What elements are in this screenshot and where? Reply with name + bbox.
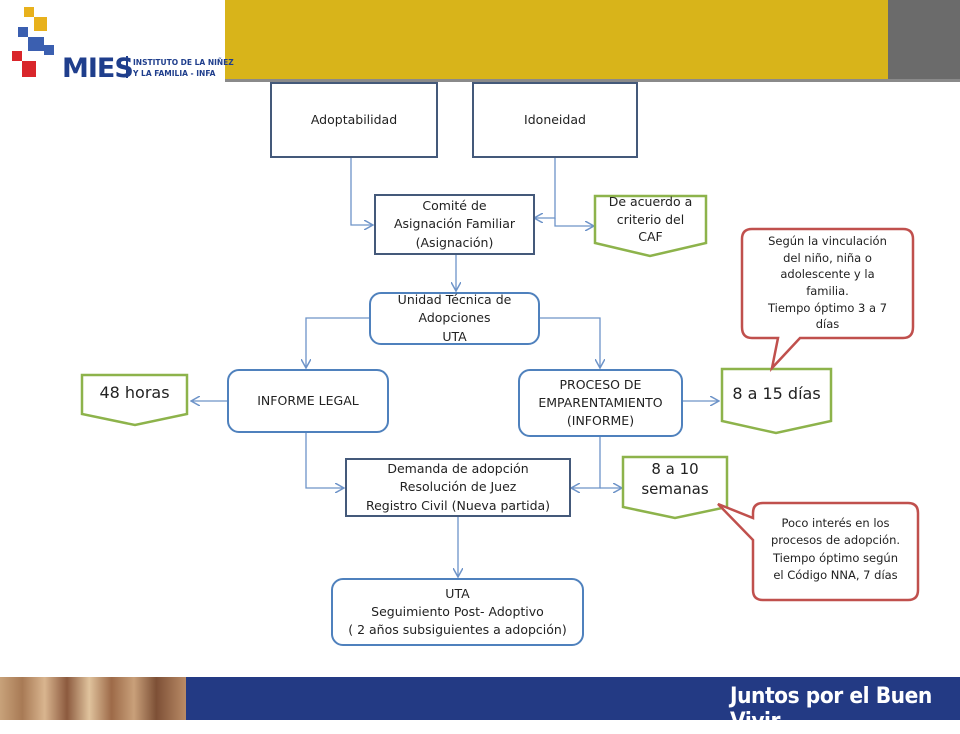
tag-shape-8-10	[621, 455, 729, 520]
callout-vinculacion-label: Según la vinculación del niño, niña o ad…	[767, 234, 888, 332]
tag-48h-label: 48 horas	[99, 383, 170, 402]
tag-shape-caf	[593, 194, 708, 258]
logo-institute-line2: Y LA FAMILIA - INFA	[133, 69, 216, 78]
node-seguimiento-label: UTA Seguimiento Post- Adoptivo ( 2 años …	[348, 585, 567, 638]
node-proceso-label: PROCESO DE EMPARENTAMIENTO (INFORME)	[538, 376, 663, 429]
node-comite: Comité de Asignación Familiar (Asignació…	[374, 194, 535, 255]
node-adoptabilidad-label: Adoptabilidad	[310, 111, 398, 127]
node-idoneidad: Idoneidad	[472, 82, 638, 158]
connector-unidad-informe-legal	[306, 317, 369, 367]
callout-interes-label: Poco interés en los procesos de adopción…	[770, 516, 901, 582]
header-divider	[225, 79, 960, 82]
callout-shape-vinculacion	[740, 227, 915, 373]
node-unidad-tecnica-label: Unidad Técnica de Adopciones UTA	[397, 292, 512, 344]
connector-adoptabilidad-comite	[350, 158, 372, 225]
logo-separator	[126, 56, 128, 78]
header-corner-block	[888, 0, 960, 79]
node-unidad-tecnica: Unidad Técnica de Adopciones UTA	[369, 292, 540, 345]
logo-institute-line1: INSTITUTO DE LA NIÑEZ	[133, 58, 234, 67]
logo-wordmark: MIES	[62, 53, 134, 84]
tag-shape-8-15	[720, 367, 833, 435]
footer-photo-strip	[0, 677, 186, 720]
node-idoneidad-label: Idoneidad	[524, 111, 586, 127]
tag-caf-label: De acuerdo a criterio del CAF	[608, 194, 693, 244]
mies-logo-icon	[12, 7, 54, 77]
tag-8-15-label: 8 a 15 días	[732, 384, 821, 403]
node-informe-legal-label: INFORME LEGAL	[257, 392, 359, 408]
connector-idoneidad-comite	[535, 158, 556, 218]
node-comite-label: Comité de Asignación Familiar (Asignació…	[393, 198, 516, 250]
footer-slogan: Juntos por el Buen Vivir.	[730, 684, 932, 734]
node-demanda-label: Demanda de adopción Resolución de Juez R…	[365, 461, 551, 513]
connector-informe-demanda	[305, 433, 343, 488]
connector-idoneidad-caf	[554, 218, 593, 226]
header-band	[225, 0, 888, 79]
node-seguimiento: UTA Seguimiento Post- Adoptivo ( 2 años …	[331, 578, 584, 646]
node-adoptabilidad: Adoptabilidad	[270, 82, 438, 158]
node-informe-legal: INFORME LEGAL	[227, 369, 389, 433]
node-proceso: PROCESO DE EMPARENTAMIENTO (INFORME)	[518, 369, 683, 437]
tag-shape-48h	[80, 373, 189, 427]
connector-proceso-demanda	[572, 437, 601, 488]
tag-8-10-label: 8 a 10 semanas	[641, 460, 709, 498]
callout-shape-interes	[717, 501, 920, 602]
connector-unidad-proceso	[540, 317, 600, 367]
node-demanda: Demanda de adopción Resolución de Juez R…	[345, 458, 571, 517]
